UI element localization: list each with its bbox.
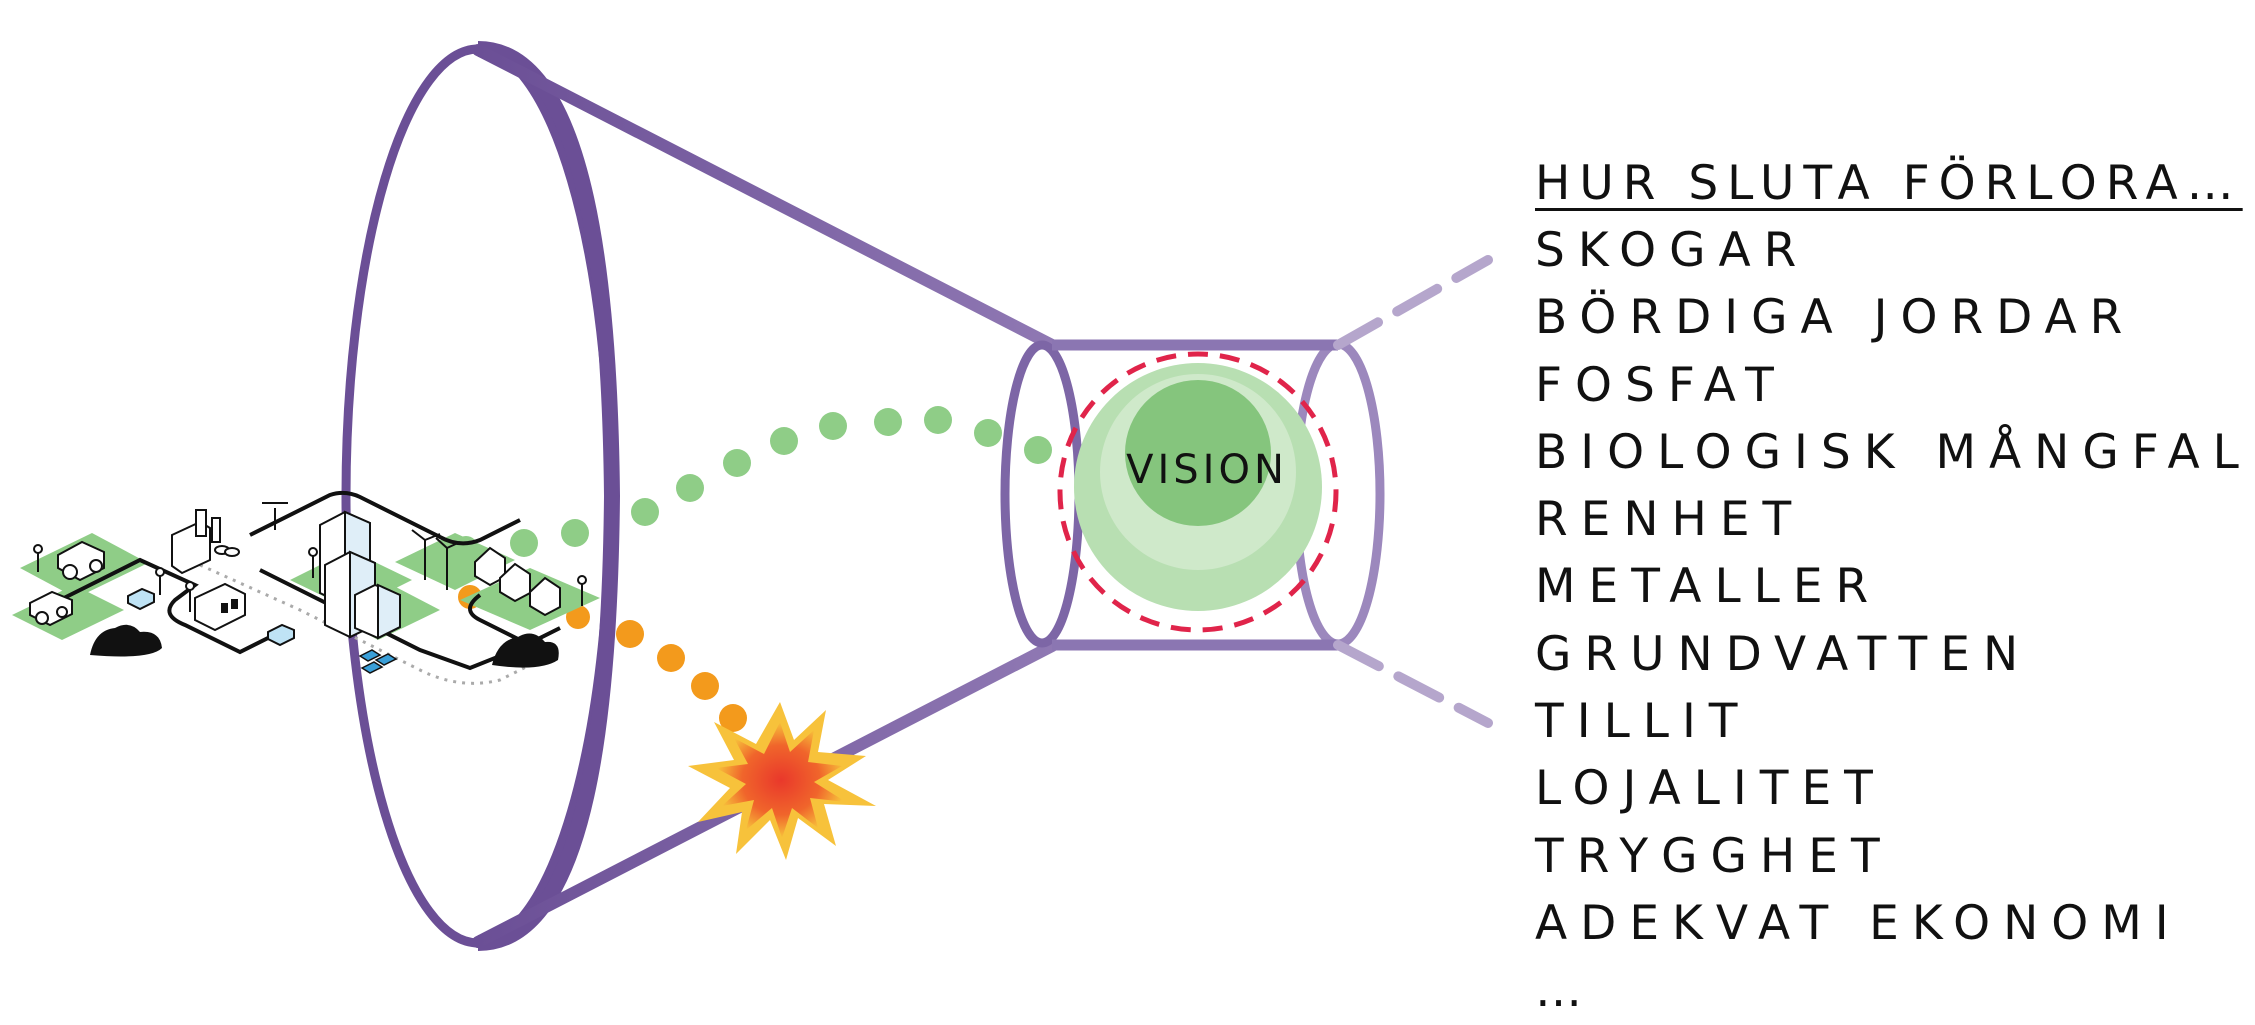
list-item: SKOGAR [1535,217,2255,284]
loss-list: HUR SLUTA FÖRLORA… SKOGAR BÖRDIGA JORDAR… [1535,150,2255,1025]
list-heading: HUR SLUTA FÖRLORA… [1535,150,2255,217]
funnel-mouth-ring [346,49,610,943]
solar-panel-icon [360,650,396,673]
soil-pile-icon [90,625,162,657]
car-icon [128,589,154,609]
list-item: BÖRDIGA JORDAR [1535,284,2255,351]
list-item: METALLER [1535,553,2255,620]
orange-dot [616,620,644,648]
factory-icon [172,510,239,573]
list-item: ADEKVAT EKONOMI [1535,890,2255,957]
green-dotted-path [454,406,1052,560]
tube-bottom-extension [1338,645,1488,723]
list-item: TRYGGHET [1535,823,2255,890]
vision-target: VISION [1060,354,1336,630]
green-dot [561,519,589,547]
list-item: … [1535,957,2255,1024]
list-item: TILLIT [1535,688,2255,755]
list-item: FOSFAT [1535,352,2255,419]
green-dot [770,427,798,455]
explosion-icon [688,702,876,860]
green-dot [924,406,952,434]
funnel-top-edge [478,50,1052,345]
green-dot [631,498,659,526]
green-dot [676,474,704,502]
car-icon [268,625,294,645]
city-illustration [12,493,600,683]
person-icon [186,582,194,612]
vision-label: VISION [1126,447,1288,493]
warehouse-icon [195,584,245,630]
list-item: LOJALITET [1535,755,2255,822]
orange-dot [691,672,719,700]
list-item: GRUNDVATTEN [1535,621,2255,688]
list-item: RENHET [1535,486,2255,553]
tube-left-ring [1005,345,1079,643]
orange-dot [657,644,685,672]
green-dot [819,412,847,440]
green-dot [510,529,538,557]
green-dot [874,408,902,436]
green-dot [1024,436,1052,464]
soil-pile-icon [492,633,559,667]
road [250,493,520,543]
tube-top-extension [1338,260,1488,345]
list-item: BIOLOGISK MÅNGFALD [1535,419,2255,486]
funnel-mouth-thick-edge [478,49,612,943]
green-dot [974,419,1002,447]
green-dot [723,449,751,477]
person-icon [156,568,164,595]
